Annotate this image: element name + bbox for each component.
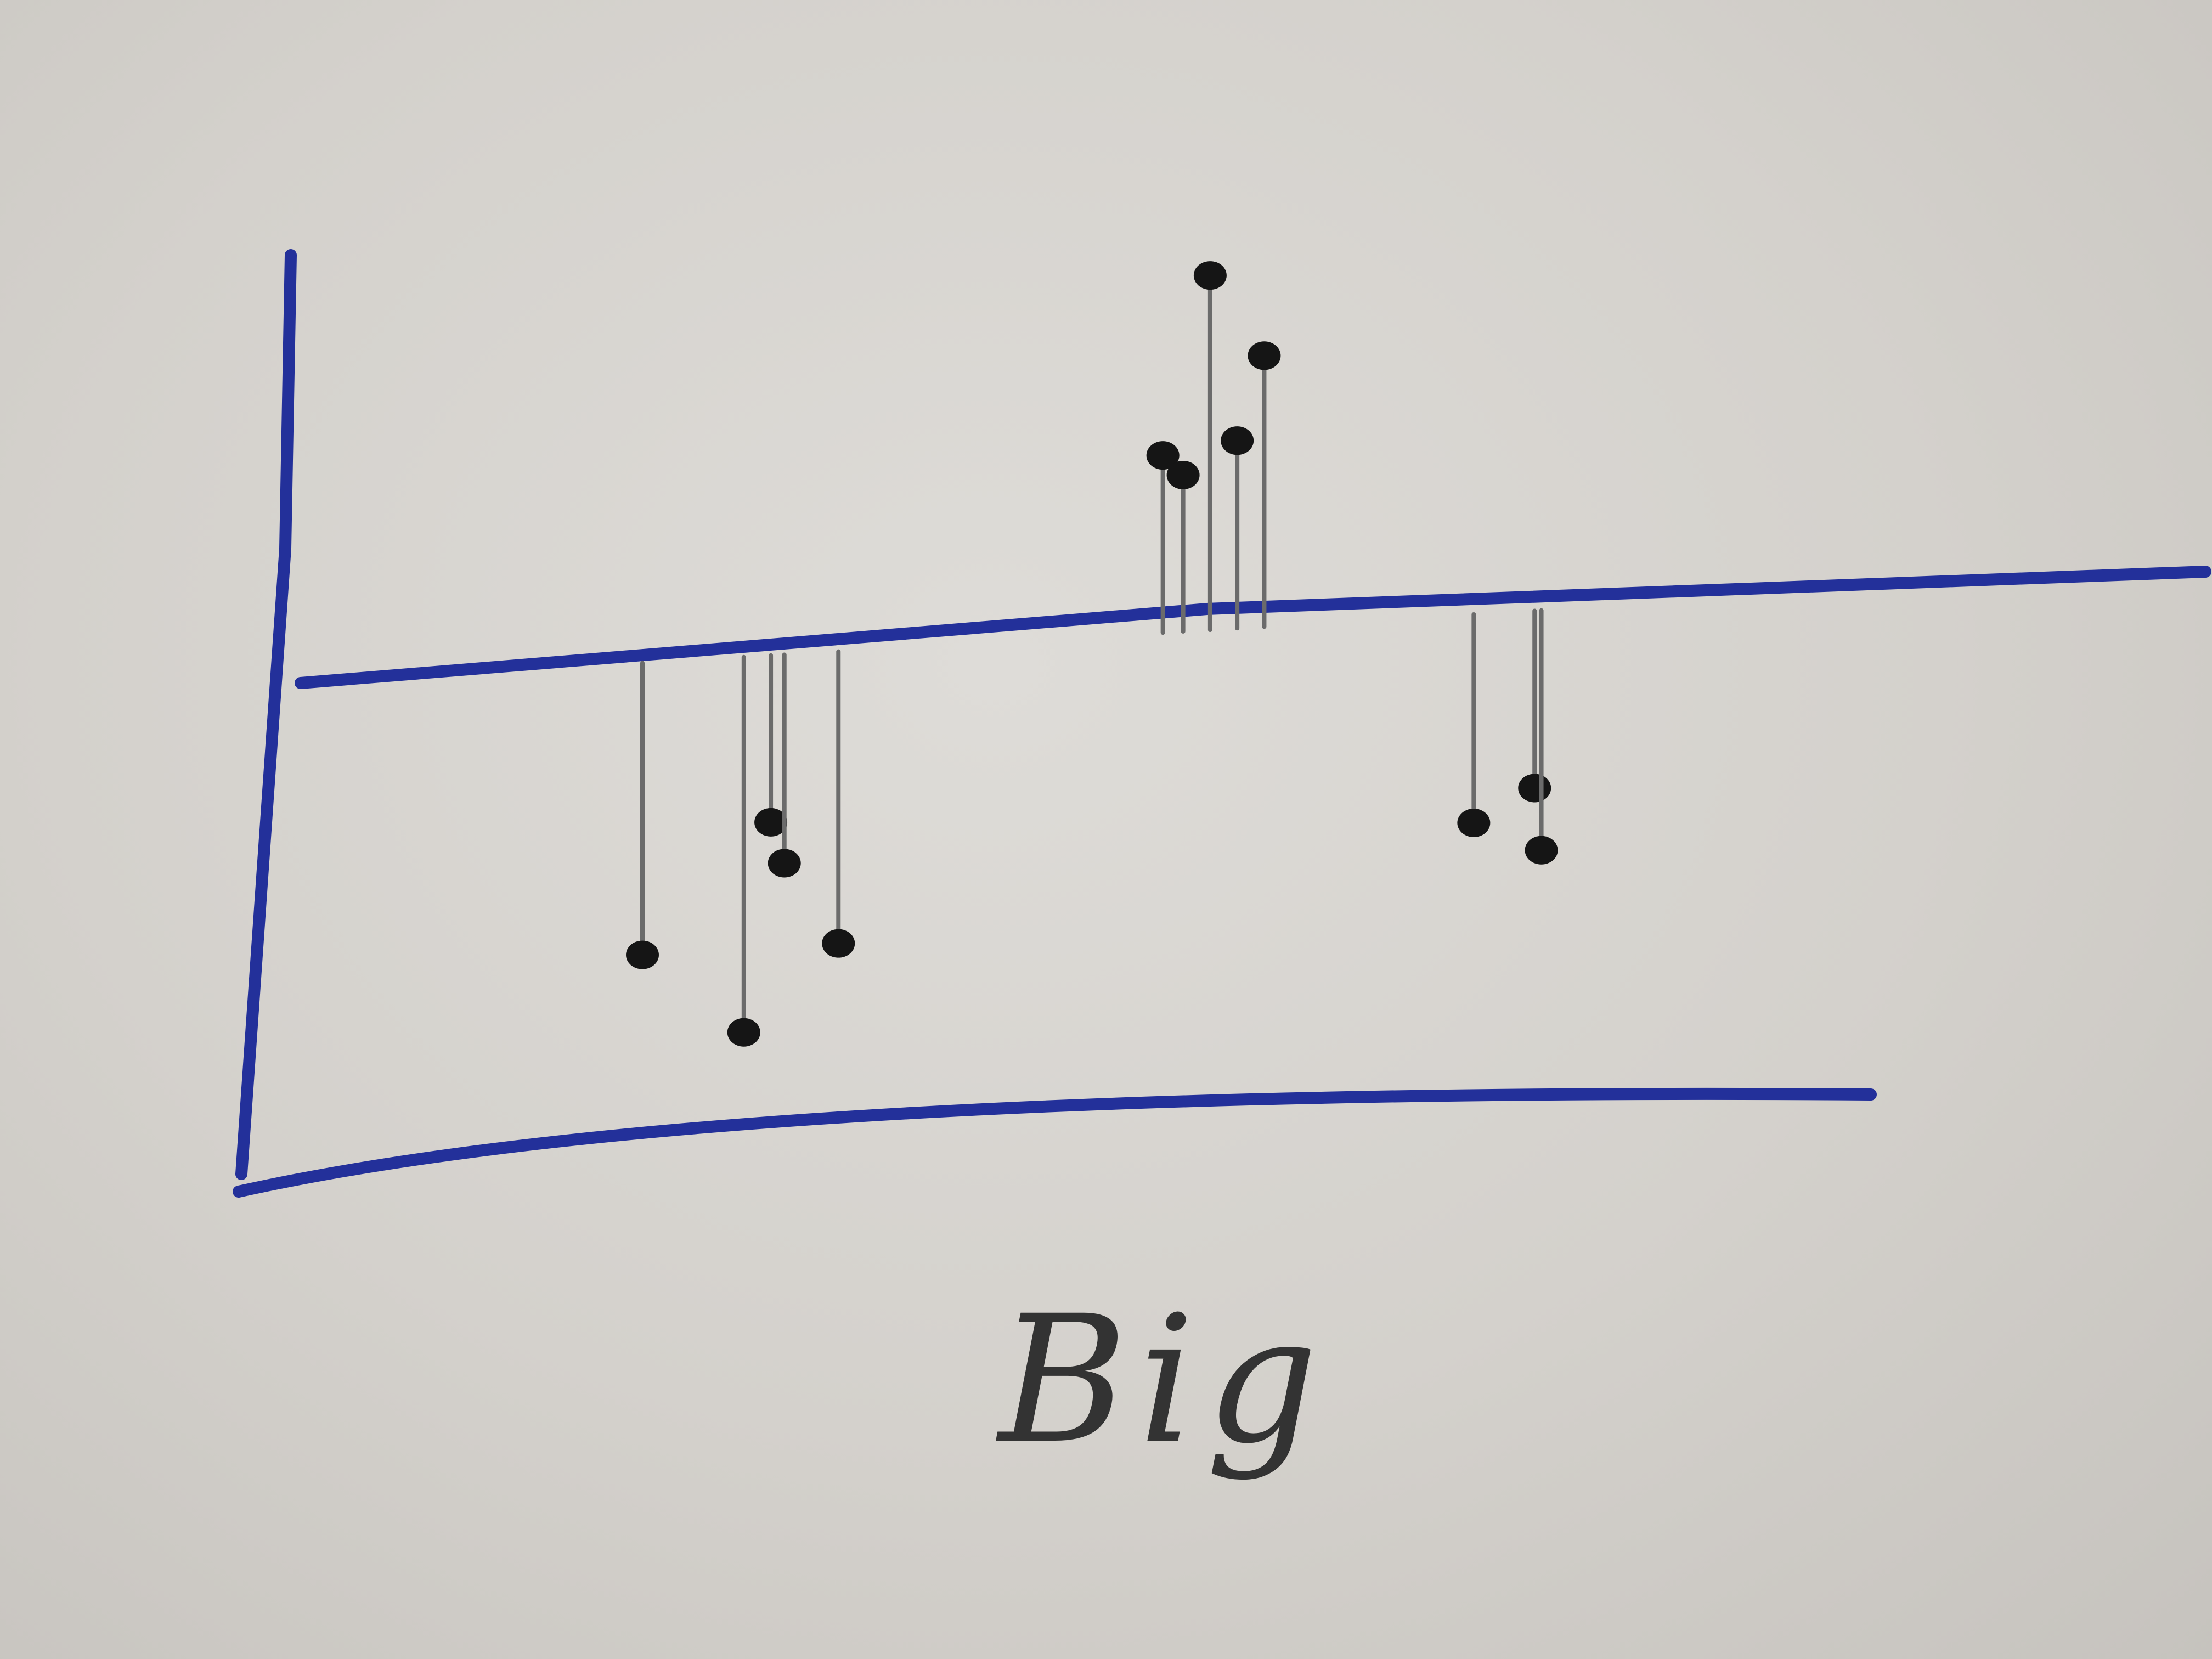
data-point bbox=[1518, 774, 1551, 803]
data-point bbox=[1193, 261, 1227, 290]
data-point bbox=[768, 849, 801, 878]
data-point bbox=[727, 1018, 760, 1047]
data-point bbox=[1248, 341, 1281, 370]
chart-marks bbox=[626, 261, 1558, 1047]
x-axis-label: Big bbox=[998, 1278, 1329, 1482]
data-point bbox=[1221, 426, 1254, 455]
data-point bbox=[626, 940, 659, 969]
data-point bbox=[1146, 441, 1180, 470]
x-axis-line bbox=[233, 1087, 1877, 1198]
data-point bbox=[1457, 808, 1491, 837]
data-point bbox=[1525, 836, 1558, 865]
data-point bbox=[754, 808, 788, 837]
y-axis-line bbox=[235, 249, 297, 1180]
data-point bbox=[822, 929, 855, 958]
data-point bbox=[1166, 460, 1200, 489]
baseline-line bbox=[295, 566, 2211, 689]
